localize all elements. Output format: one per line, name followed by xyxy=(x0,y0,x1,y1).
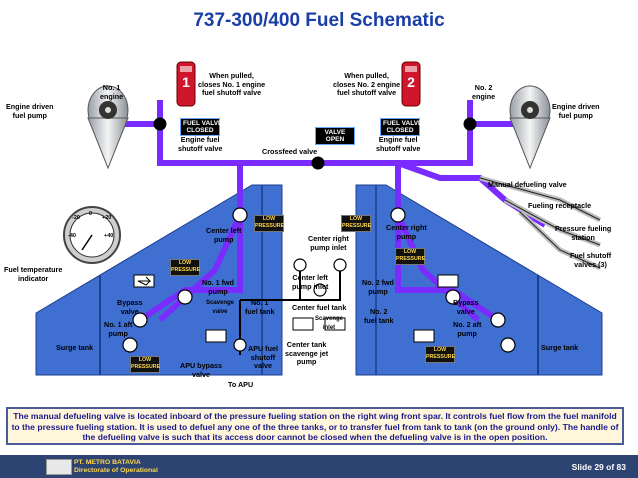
fuel-valve-closed-annunciator-right: FUEL VALVE CLOSED xyxy=(380,118,422,136)
label-apu-bypass: APU bypass valve xyxy=(180,361,222,379)
pump-symbols xyxy=(122,207,516,353)
label-fuel-temp-indicator: Fuel temperature indicator xyxy=(4,265,63,283)
label-to-apu: To APU xyxy=(228,380,254,389)
label-fuel-shutoff-valves: Fuel shutoff valves (3) xyxy=(570,251,612,269)
label-manual-defueling: Manual defueling valve xyxy=(488,180,567,189)
label-pressure-fueling-station: Pressure fueling station xyxy=(555,224,612,242)
low-pressure-center-left: LOW PRESSURE xyxy=(254,215,284,232)
right-wing xyxy=(355,184,603,376)
page-title: 737-300/400 Fuel Schematic xyxy=(193,10,445,31)
label-scavenge-valve: Scavenge valve xyxy=(206,300,235,315)
label-surge-tank-left: Surge tank xyxy=(56,343,94,352)
fire-handle-1-number: 1 xyxy=(182,74,190,90)
label-center-right-pump: Center right pump xyxy=(386,223,427,241)
footer-bar xyxy=(0,455,638,478)
description-box: The manual defueling valve is located in… xyxy=(6,407,624,445)
label-no2-engine: No. 2 engine xyxy=(472,83,496,101)
label-center-left-inlet: Center left pump inlet xyxy=(292,273,329,291)
low-pressure-no1-aft: LOW PRESSURE xyxy=(130,356,160,373)
company-logo xyxy=(46,459,72,475)
label-no1-fuel-tank: No. 1 fuel tank xyxy=(245,298,275,316)
label-when-pulled-1: When pulled, closes No. 1 engine fuel sh… xyxy=(198,71,266,97)
label-scavenge-inlet: Scavenge inlet xyxy=(315,316,344,331)
right-engine xyxy=(509,85,551,170)
label-no2-aft-pump: No. 2 aft pump xyxy=(453,320,482,338)
label-fueling-receptacle: Fueling receptacle xyxy=(528,201,592,210)
label-center-tank-jet-pump: Center tank scavenge jet pump xyxy=(285,340,329,366)
label-apu-fuel-shutoff: APU fuel shutoff valve xyxy=(248,344,278,370)
fire-handle-1 xyxy=(176,61,196,107)
slide-number: Slide 29 of 83 xyxy=(571,462,626,472)
label-no1-engine: No. 1 engine xyxy=(100,83,124,101)
fuel-valve-closed-annunciator-left: FUEL VALVE CLOSED xyxy=(180,118,222,136)
crossfeed-valve-open-annunciator: VALVE OPEN xyxy=(315,127,355,145)
label-engine-driven-pump-right: Engine driven fuel pump xyxy=(552,102,600,120)
gauge-tick: +20 xyxy=(102,215,112,221)
label-no1-fwd-pump: No. 1 fwd pump xyxy=(202,278,234,296)
label-center-left-pump: Center left pump xyxy=(206,226,242,244)
low-pressure-no2-fwd: LOW PRESSURE xyxy=(395,248,425,265)
left-wing xyxy=(35,184,283,376)
low-pressure-no2-aft: LOW PRESSURE xyxy=(425,346,455,363)
gauge-tick: +40 xyxy=(104,233,114,239)
valve-symbols xyxy=(153,117,477,170)
label-no2-fuel-tank: No. 2 fuel tank xyxy=(364,307,394,325)
label-engine-shutoff-right: Engine fuel shutoff valve xyxy=(376,135,421,153)
gauge-tick: -40 xyxy=(68,233,76,239)
footer-org-name: PT. METRO BATAVIA xyxy=(74,459,141,466)
low-pressure-no1-fwd: LOW PRESSURE xyxy=(170,259,200,276)
footer-org-department: Directorate of Operational xyxy=(74,467,158,474)
label-center-right-inlet: Center right pump inlet xyxy=(308,234,349,252)
label-no2-fwd-pump: No. 2 fwd pump xyxy=(362,278,394,296)
label-surge-tank-right: Surge tank xyxy=(541,343,579,352)
label-bypass-left: Bypass valve xyxy=(117,298,143,316)
label-crossfeed: Crossfeed valve xyxy=(262,147,318,156)
label-center-fuel-tank: Center fuel tank xyxy=(292,303,347,312)
gauge-tick: -20 xyxy=(72,215,80,221)
left-engine xyxy=(87,85,129,170)
label-no1-aft-pump: No. 1 aft pump xyxy=(104,320,133,338)
fire-handle-2-number: 2 xyxy=(407,74,415,90)
fuel-temperature-gauge xyxy=(63,206,121,264)
label-engine-shutoff-left: Engine fuel shutoff valve xyxy=(178,135,223,153)
label-when-pulled-2: When pulled, closes No. 2 engine fuel sh… xyxy=(333,71,401,97)
flow-arrows xyxy=(133,274,459,343)
label-bypass-right: Bypass valve xyxy=(453,298,479,316)
low-pressure-center-right: LOW PRESSURE xyxy=(341,215,371,232)
gauge-tick: 0 xyxy=(89,211,93,217)
label-engine-driven-pump-left: Engine driven fuel pump xyxy=(6,102,54,120)
fire-handle-2 xyxy=(401,61,421,107)
